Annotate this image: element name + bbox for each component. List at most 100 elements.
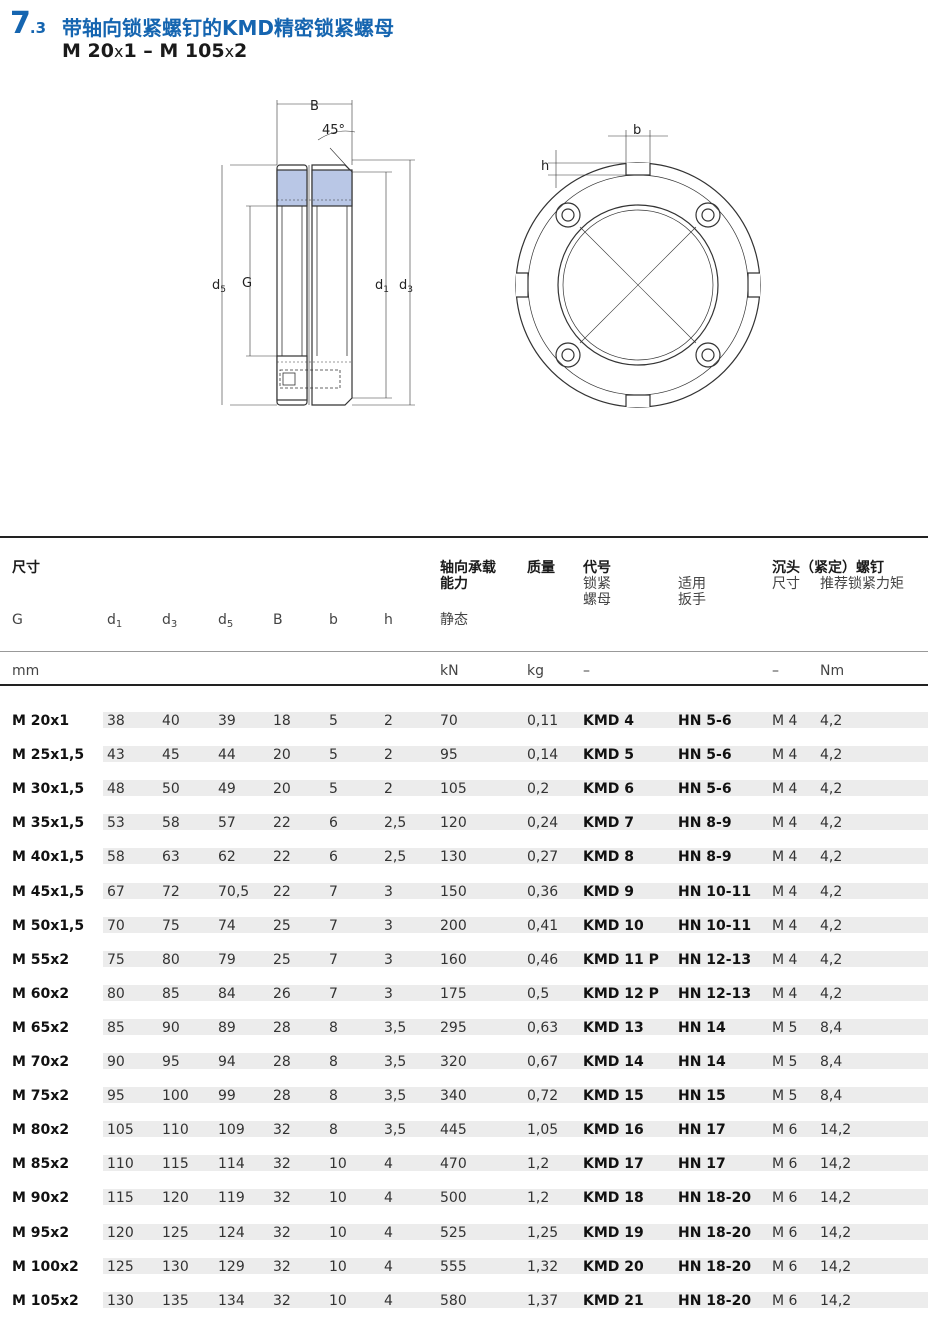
row-band [103, 780, 928, 797]
cell-d5: 119 [218, 1190, 245, 1207]
cell-d5: 114 [218, 1156, 245, 1173]
cell-h: 4 [384, 1258, 393, 1275]
dim-angle: 45° [322, 123, 345, 138]
row-band [103, 712, 928, 728]
cell-nut: KMD 20 [583, 1258, 644, 1275]
cell-nut: KMD 6 [583, 781, 635, 798]
col-header-load: 轴向承载 [440, 560, 496, 576]
cell-screw: M 5 [772, 1019, 798, 1036]
col-header-d1: d1 [107, 612, 123, 630]
cell-h: 2 [384, 781, 393, 798]
cell-size: M 45x1,5 [12, 883, 85, 900]
cell-B: 20 [273, 747, 291, 764]
cell-mass: 0,24 [527, 815, 559, 832]
cell-d1: 105 [107, 1122, 134, 1139]
cell-size: M 60x2 [12, 985, 70, 1002]
cell-size: M 25x1,5 [12, 747, 85, 764]
cell-d1: 90 [107, 1054, 125, 1070]
cell-mass: 0,41 [527, 917, 559, 934]
cell-b: 10 [329, 1224, 347, 1241]
cell-load: 320 [440, 1054, 467, 1070]
cell-d1: 115 [107, 1190, 134, 1207]
cell-nut: KMD 16 [583, 1122, 644, 1139]
unit-kg: kg [527, 663, 544, 679]
cell-d1: 125 [107, 1258, 134, 1275]
cell-d3: 90 [162, 1019, 180, 1036]
cell-b: 10 [329, 1292, 347, 1309]
dim-d5: d5 [212, 278, 226, 295]
section-heading: 7.3 带轴向锁紧螺钉的KMD精密锁紧螺母 [10, 6, 394, 41]
cell-load: 525 [440, 1224, 467, 1241]
cell-size: M 95x2 [12, 1224, 70, 1241]
col-header-wrench: 适用 [678, 576, 706, 592]
cell-load: 580 [440, 1292, 467, 1309]
cell-h: 4 [384, 1156, 393, 1173]
col-header-load-2: 能力 [440, 576, 468, 592]
row-band [103, 814, 928, 831]
cell-d1: 67 [107, 883, 125, 900]
cell-nut: KMD 4 [583, 713, 635, 729]
cell-mass: 0,67 [527, 1054, 559, 1070]
cell-screw: M 4 [772, 985, 798, 1002]
size-range: M 20x1 – M 105x2 [62, 40, 248, 62]
cell-screw: M 4 [772, 747, 798, 764]
cell-mass: 1,2 [527, 1190, 550, 1207]
cell-torque: 14,2 [820, 1190, 852, 1207]
cell-load: 445 [440, 1122, 467, 1139]
cell-torque: 4,2 [820, 985, 843, 1002]
cell-torque: 14,2 [820, 1224, 852, 1241]
cell-screw: M 4 [772, 713, 798, 729]
row-band [103, 916, 928, 933]
row-band [103, 848, 928, 865]
cell-B: 25 [273, 951, 291, 968]
dim-d3: d3 [399, 278, 413, 295]
dim-h: h [541, 159, 549, 174]
technical-drawing: B 45° d5 G d1 d3 b h [212, 99, 761, 408]
cell-b: 8 [329, 1088, 338, 1105]
unit-dash-code: – [583, 663, 590, 679]
side-view [221, 100, 415, 406]
cell-d3: 130 [162, 1258, 189, 1275]
col-header-d5: d5 [218, 612, 234, 630]
cell-mass: 0,11 [527, 713, 559, 729]
cell-load: 70 [440, 713, 458, 729]
cell-B: 22 [273, 815, 291, 832]
cell-d1: 95 [107, 1088, 125, 1105]
cell-B: 22 [273, 883, 291, 900]
cell-d1: 70 [107, 917, 125, 934]
cell-screw: M 6 [772, 1224, 798, 1241]
cell-mass: 1,05 [527, 1122, 559, 1139]
cell-mass: 0,63 [527, 1019, 559, 1036]
cell-h: 2,5 [384, 849, 407, 866]
units-rule [0, 684, 928, 686]
cell-screw: M 6 [772, 1122, 798, 1139]
cell-b: 8 [329, 1122, 338, 1139]
cell-mass: 1,37 [527, 1292, 559, 1309]
cell-h: 3,5 [384, 1019, 407, 1036]
col-header-screw: 沉头（紧定）螺钉 [772, 560, 884, 576]
row-band [103, 984, 928, 1001]
cell-b: 10 [329, 1190, 347, 1207]
cell-nut: KMD 12 P [583, 985, 659, 1002]
cell-d3: 63 [162, 849, 180, 866]
cell-d3: 125 [162, 1224, 189, 1241]
cell-d1: 43 [107, 747, 125, 764]
cell-B: 28 [273, 1054, 291, 1070]
row-band [103, 1053, 928, 1069]
cell-d3: 115 [162, 1156, 189, 1173]
cell-size: M 75x2 [12, 1088, 70, 1105]
cell-d3: 120 [162, 1190, 189, 1207]
dim-G: G [242, 276, 252, 291]
cell-B: 32 [273, 1292, 291, 1309]
cell-load: 175 [440, 985, 467, 1002]
cell-b: 8 [329, 1019, 338, 1036]
cell-d5: 99 [218, 1088, 236, 1105]
row-band [103, 1018, 928, 1035]
cell-torque: 8,4 [820, 1019, 843, 1036]
cell-load: 500 [440, 1190, 467, 1207]
cell-load: 105 [440, 781, 467, 798]
